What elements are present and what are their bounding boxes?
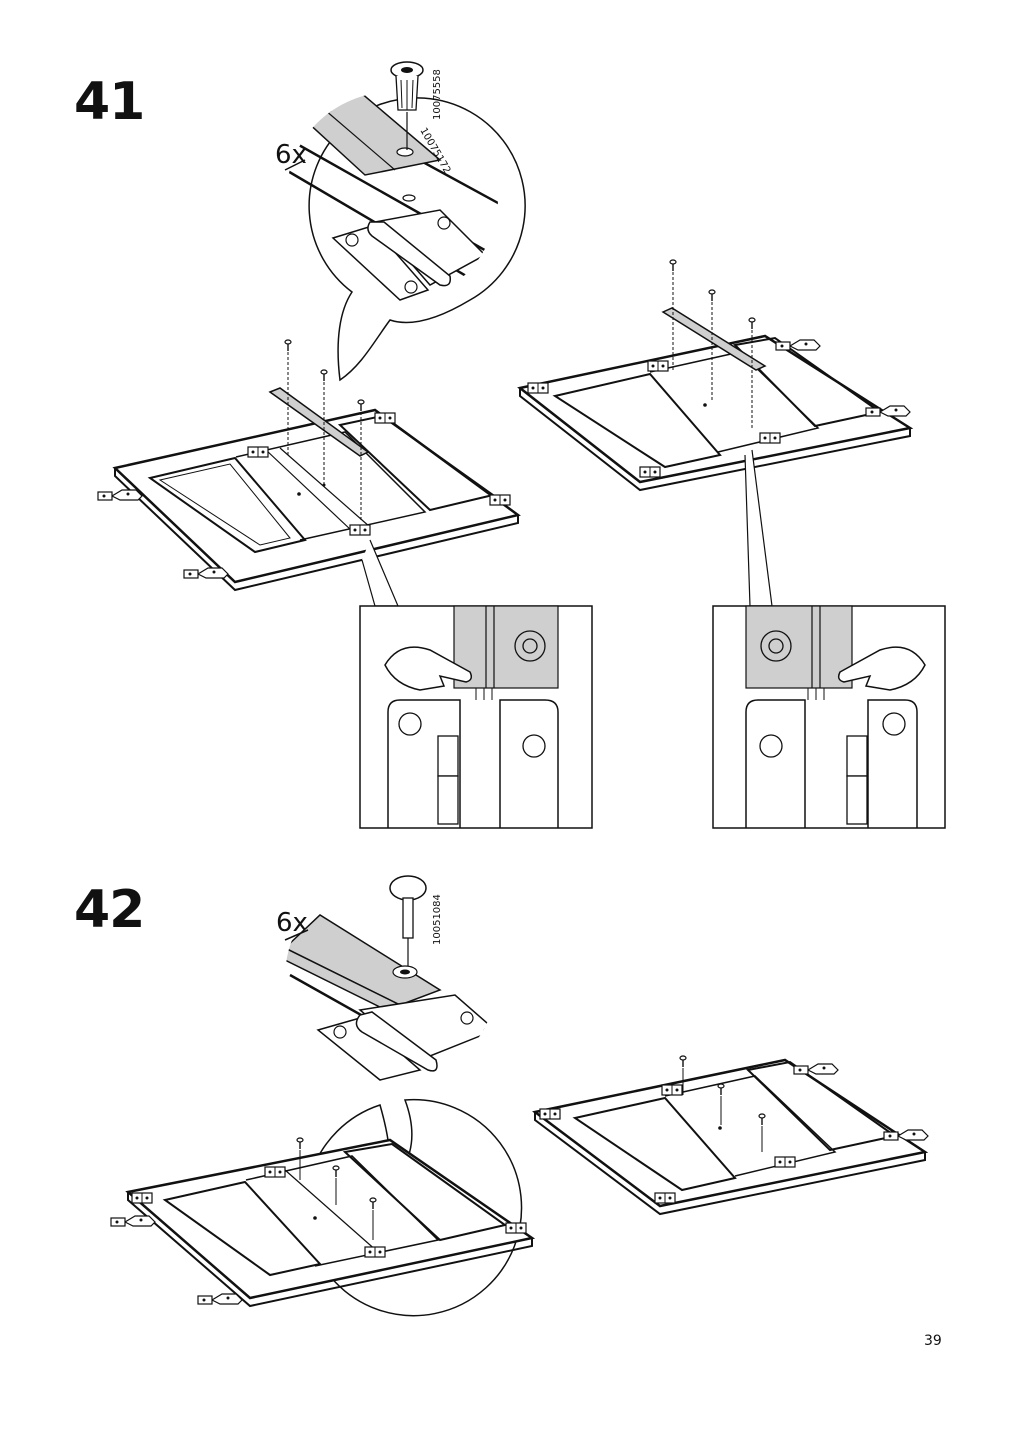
- step41-detail-circle: 10075558 10075172: [286, 61, 526, 382]
- step42-door-right: [532, 1055, 929, 1216]
- pointing-hand-icon: [837, 646, 926, 691]
- quantity-label-step41: 6x: [275, 140, 307, 170]
- step41-door-left: [97, 339, 521, 592]
- step42-door-left: [110, 1137, 536, 1308]
- part-number-10051084: 10051084: [432, 894, 443, 945]
- step-number-42: 42: [74, 880, 145, 940]
- detail-panel-right: [712, 449, 946, 829]
- step41-door-right: [517, 259, 914, 492]
- plug-icon: [390, 61, 424, 150]
- detail-panel-left: [359, 539, 593, 829]
- part-number-10075558: 10075558: [432, 69, 443, 120]
- step-number-41: 41: [74, 72, 145, 132]
- pin-icon: [389, 875, 427, 966]
- pointing-hand-icon: [384, 646, 473, 691]
- page-number: 39: [924, 1333, 942, 1349]
